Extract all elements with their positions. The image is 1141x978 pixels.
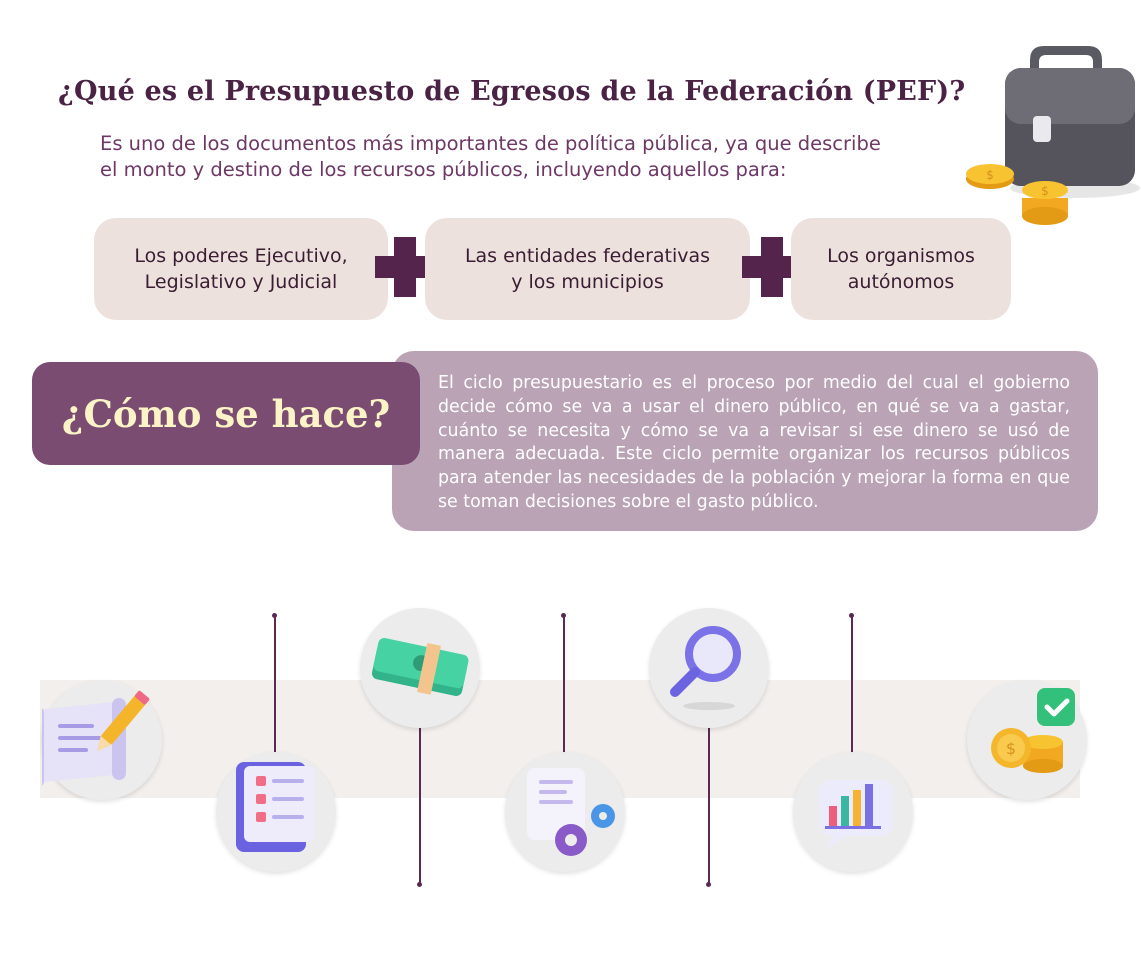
planning-scroll-pencil-icon (42, 680, 162, 800)
category-label: y los municipios (511, 271, 664, 293)
category-label: Los organismos (827, 245, 975, 267)
category-states: Las entidades federativas y los municipi… (425, 218, 750, 320)
connector-line (419, 712, 421, 885)
svg-text:$: $ (1041, 184, 1049, 198)
connector-dot (849, 613, 854, 618)
connector-line (851, 616, 853, 756)
bar-chart-bubble-icon (793, 752, 913, 872)
category-label: autónomos (847, 271, 955, 293)
connector-dot (561, 613, 566, 618)
intro-text: Es uno de los documentos más importantes… (100, 131, 940, 183)
svg-text:$: $ (1006, 739, 1016, 758)
connector-line (274, 616, 276, 756)
connector-dot (272, 613, 277, 618)
connector-dot (417, 882, 422, 887)
plus-icon (375, 237, 435, 297)
category-branches: Los poderes Ejecutivo, Legislativo y Jud… (94, 218, 388, 320)
category-autonomous: Los organismos autónomos (791, 218, 1011, 320)
how-description: El ciclo presupuestario es el proceso po… (438, 373, 1070, 512)
svg-text:$: $ (986, 168, 994, 182)
connector-dot (706, 882, 711, 887)
magnifier-icon (649, 608, 769, 728)
category-label: Las entidades federativas (464, 245, 711, 267)
briefcase-coins-icon: $ $ (955, 38, 1140, 228)
checklist-icon (216, 752, 336, 872)
how-heading: ¿Cómo se hace? (32, 362, 420, 465)
page-title: ¿Qué es el Presupuesto de Egresos de la … (58, 76, 966, 107)
document-gears-icon (505, 752, 625, 872)
coins-check-icon: $ (967, 680, 1087, 800)
money-stack-icon (360, 608, 480, 728)
connector-line (708, 712, 710, 885)
connector-line (563, 616, 565, 756)
category-label: Los poderes Ejecutivo, (134, 245, 348, 267)
intro-line-1: Es uno de los documentos más importantes… (100, 132, 881, 155)
plus-icon (742, 237, 802, 297)
intro-line-2: el monto y destino de los recursos públi… (100, 158, 787, 181)
category-label: Legislativo y Judicial (144, 271, 338, 293)
how-panel (392, 351, 1098, 531)
